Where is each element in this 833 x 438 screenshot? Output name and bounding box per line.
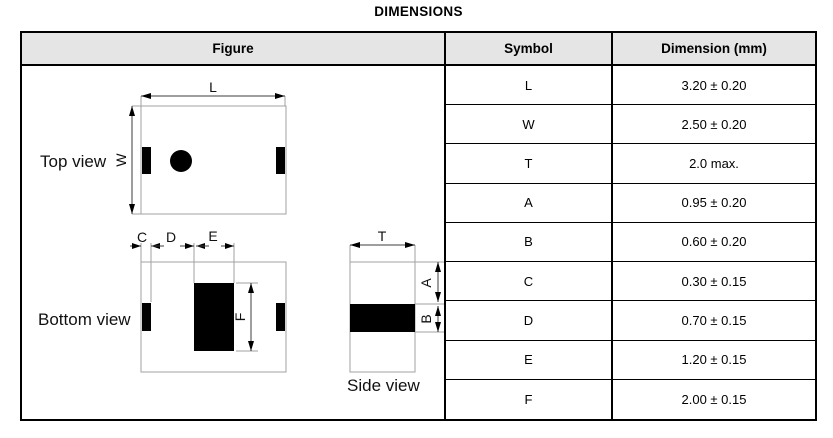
symbol-cell-A: A bbox=[446, 183, 613, 223]
symbol-cell-E: E bbox=[446, 340, 613, 380]
dimension-cell-F: 2.00 ± 0.15 bbox=[681, 391, 747, 407]
header-figure: Figure bbox=[22, 33, 446, 66]
dimensions-table: Figure Symbol Dimension (mm) L 3.20 ± 0.… bbox=[20, 31, 817, 421]
dimension-cell-C: 0.30 ± 0.15 bbox=[613, 262, 815, 302]
symbol-cell-L: L bbox=[446, 66, 613, 106]
symbol-cell-B: B bbox=[446, 222, 613, 263]
dimension-cell-D: 0.70 ± 0.15 bbox=[613, 301, 815, 341]
symbol-cell-D: D bbox=[446, 301, 613, 341]
dimension-cell-E: 1.20 ± 0.15 bbox=[613, 341, 815, 380]
dimension-cell-B: 0.60 ± 0.20 bbox=[613, 223, 815, 263]
dimension-cell-L: 3.20 ± 0.20 bbox=[613, 66, 815, 106]
dimension-cell-A: 0.95 ± 0.20 bbox=[613, 184, 815, 223]
symbol-cell-F: F bbox=[446, 379, 613, 419]
header-dimension: Dimension (mm) bbox=[613, 33, 815, 66]
dimension-cell-W: 2.50 ± 0.20 bbox=[613, 105, 815, 145]
page-title: DIMENSIONS bbox=[374, 4, 463, 19]
figure-cell bbox=[22, 66, 446, 419]
dimension-cell-T: 2.0 max. bbox=[613, 144, 815, 184]
symbol-cell-T: T bbox=[446, 144, 613, 184]
symbol-cell-W: W bbox=[446, 105, 613, 145]
symbol-cell-C: C bbox=[446, 262, 613, 302]
header-symbol: Symbol bbox=[446, 33, 613, 66]
